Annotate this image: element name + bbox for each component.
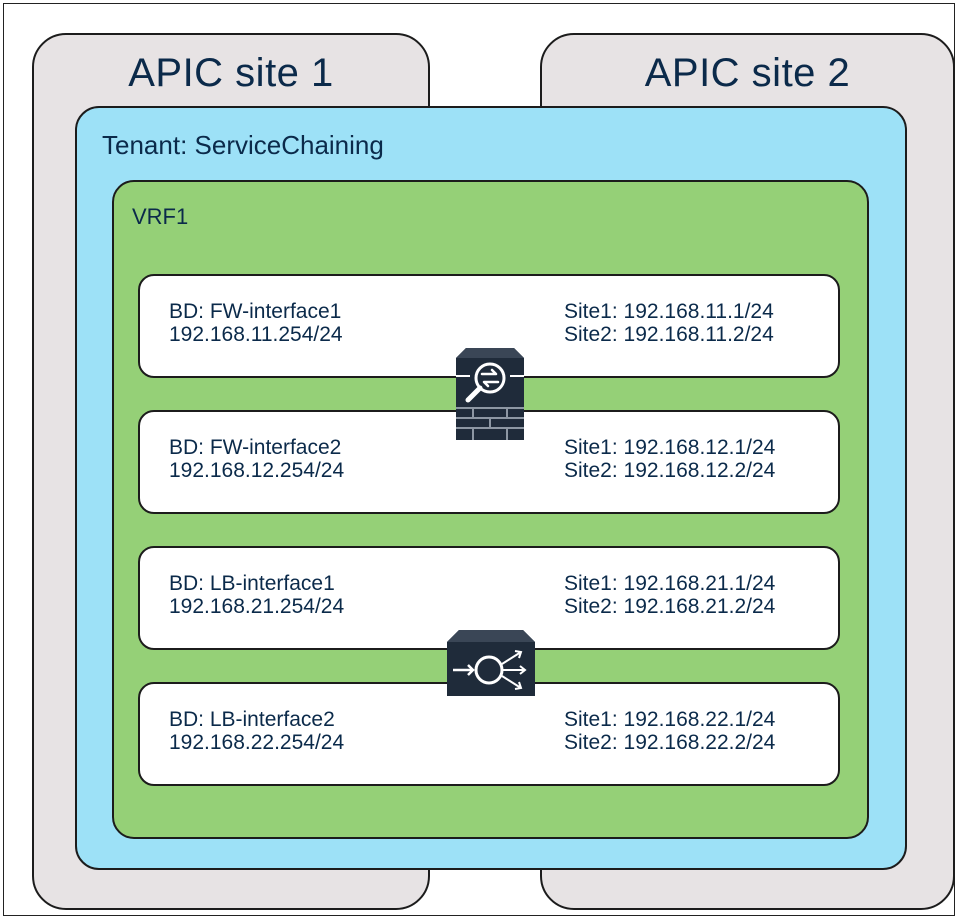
bd-site1-address: Site1: 192.168.12.1/24: [564, 436, 776, 459]
bd-site2-address: Site2: 192.168.22.2/24: [564, 731, 776, 754]
bd-gateway: 192.168.11.254/24: [169, 323, 343, 346]
tenant-label: Tenant: ServiceChaining: [102, 130, 384, 160]
bd-site2-address: Site2: 192.168.11.2/24: [564, 323, 774, 346]
bd-name: BD: LB-interface2: [169, 708, 335, 731]
bd-gateway: 192.168.22.254/24: [169, 731, 345, 754]
bd-name: BD: FW-interface1: [169, 300, 342, 323]
bd-gateway: 192.168.12.254/24: [169, 459, 345, 482]
bd-site1-address: Site1: 192.168.21.1/24: [564, 572, 776, 595]
bd-gateway: 192.168.21.254/24: [169, 595, 345, 618]
bd-site1-address: Site1: 192.168.22.1/24: [564, 708, 776, 731]
site-1-title: APIC site 1: [128, 51, 334, 95]
load-balancer-icon: [447, 630, 535, 696]
bd-name: BD: LB-interface1: [169, 572, 335, 595]
bd-site1-address: Site1: 192.168.11.1/24: [564, 300, 774, 323]
bridge-domain-lb-interface2: BD: LB-interface2 192.168.22.254/24 Site…: [138, 682, 840, 786]
bd-site2-address: Site2: 192.168.21.2/24: [564, 595, 776, 618]
bd-name: BD: FW-interface2: [169, 436, 342, 459]
bd-site2-address: Site2: 192.168.12.2/24: [564, 459, 776, 482]
firewall-icon: [456, 348, 524, 440]
site-2-title: APIC site 2: [644, 51, 851, 95]
vrf-label: VRF1: [132, 204, 189, 229]
